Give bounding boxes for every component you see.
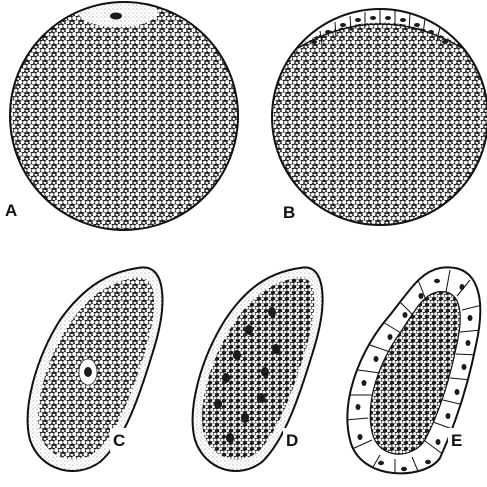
panel-b-egg	[272, 0, 487, 225]
nucleus	[84, 367, 92, 377]
panel-label-c: C	[113, 431, 125, 450]
panel-label-b: B	[283, 203, 295, 222]
panel-label-a: A	[5, 201, 17, 220]
nucleus	[110, 13, 122, 20]
panel-label-d: D	[286, 431, 298, 450]
panel-a-egg	[10, 0, 238, 230]
panel-c-egg	[28, 267, 163, 471]
panel-label-e: E	[451, 431, 462, 450]
